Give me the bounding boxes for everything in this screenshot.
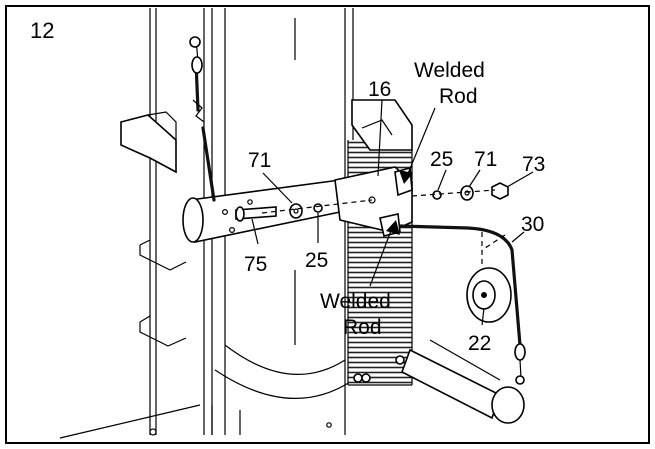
label-welded-rod-top-1: Welded xyxy=(414,59,485,82)
label-welded-rod-bottom-1: Welded xyxy=(320,290,391,313)
welded-rod-arrows xyxy=(369,107,436,287)
step-number: 12 xyxy=(30,18,54,43)
label-part-22: 22 xyxy=(468,332,491,355)
left-upright xyxy=(139,8,187,436)
mounting-plate xyxy=(120,111,177,174)
leader-lines xyxy=(251,99,534,326)
label-welded-rod-top-2: Rod xyxy=(439,85,478,108)
label-part-16: 16 xyxy=(368,78,391,101)
label-part-71-right: 71 xyxy=(474,148,497,171)
label-part-30: 30 xyxy=(521,213,544,236)
label-part-25-right: 25 xyxy=(430,148,453,171)
label-part-75: 75 xyxy=(244,253,267,276)
label-welded-rod-bottom-2: Rod xyxy=(343,316,382,339)
label-part-73: 73 xyxy=(522,153,545,176)
label-part-25-left: 25 xyxy=(305,249,328,272)
bottom-tube xyxy=(401,339,525,424)
label-part-71-left: 71 xyxy=(248,149,271,172)
cable-30 xyxy=(189,36,526,385)
diagram-border xyxy=(5,5,650,444)
hardware-stack xyxy=(235,182,509,222)
